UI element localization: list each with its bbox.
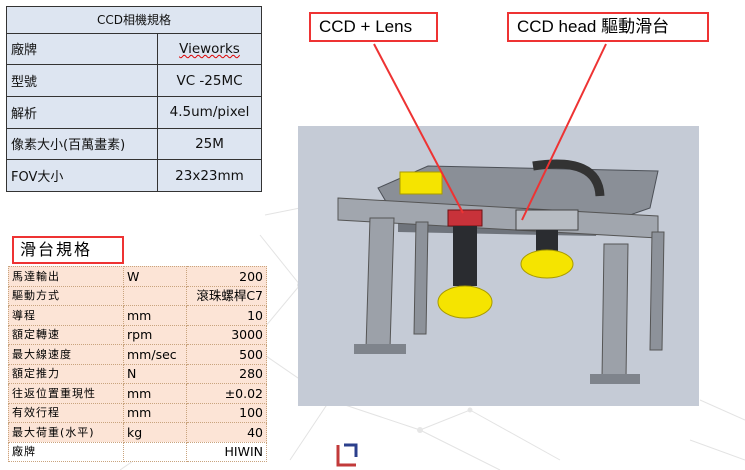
ccd-spec-key: 型號 (6, 64, 158, 97)
ccd-spec-row: 解析 4.5um/pixel (6, 95, 262, 129)
slide-spec-value: 40 (186, 422, 267, 443)
ccd-spec-value: Vieworks (157, 32, 262, 66)
slide-spec-key: 導程 (8, 305, 124, 326)
motor-highlight-top (399, 171, 443, 195)
slide-spec-unit (123, 441, 187, 462)
ccd-spec-value: 4.5um/pixel (157, 95, 262, 129)
slide-spec-row: 驅動方式 滾珠螺桿C7 (8, 285, 267, 306)
slide-spec-key: 廠牌 (8, 441, 124, 462)
gantry-leg-left-back (413, 221, 429, 335)
ccd-spec-header-row: CCD相機規格 (6, 6, 262, 34)
gantry-foot-left (354, 344, 406, 354)
ccd-camera-body (447, 209, 483, 227)
gantry-cad-render (298, 126, 699, 406)
slide-spec-row: 廠牌 HIWIN (8, 441, 267, 462)
ccd-spec-key: FOV大小 (6, 159, 158, 192)
slide-spec-unit: mm/sec (123, 344, 187, 365)
ccd-ring-light (437, 285, 493, 319)
ccd-spec-value: 25M (157, 127, 262, 161)
slide-spec-unit (123, 285, 187, 306)
slide-spec-title: 滑台規格 (12, 236, 124, 264)
slide-spec-value: 滾珠螺桿C7 (186, 285, 267, 306)
gantry-leg-right-back (649, 231, 665, 351)
slide-spec-value: ±0.02 (186, 383, 267, 404)
slide-spec-value: 200 (186, 266, 267, 287)
slide-spec-unit: mm (123, 305, 187, 326)
slide-spec-value: 100 (186, 402, 267, 423)
ccd-spec-key: 解析 (6, 95, 158, 129)
ccd-lens-barrel (453, 226, 477, 286)
slide-spec-unit: mm (123, 402, 187, 423)
ccd-brand-text: Vieworks (179, 40, 240, 57)
callout-ccd-lens: CCD + Lens (309, 12, 438, 42)
ccd-spec-value: VC -25MC (157, 64, 262, 97)
slide-spec-key: 額定轉速 (8, 324, 124, 345)
ccd-spec-value: 23x23mm (157, 159, 262, 192)
ccd-spec-key: 像素大小(百萬畫素) (6, 127, 158, 161)
ccd-spec-row: 型號 VC -25MC (6, 64, 262, 97)
linear-slide-body (515, 209, 579, 231)
slide-spec-unit: rpm (123, 324, 187, 345)
slide-spec-key: 最大線速度 (8, 344, 124, 365)
gantry-foot-right (590, 374, 640, 384)
ccd-spec-row: 廠牌 Vieworks (6, 32, 262, 66)
ccd-head-ring-light (520, 249, 574, 279)
slide-spec-value: 3000 (186, 324, 267, 345)
slide-spec-key: 有效行程 (8, 402, 124, 423)
brand-logo-icon (336, 443, 358, 467)
slide-spec-value: HIWIN (186, 441, 267, 462)
slide-spec-key: 額定推力 (8, 363, 124, 384)
slide-spec-value: 10 (186, 305, 267, 326)
slide-spec-value: 280 (186, 363, 267, 384)
slide-spec-key: 往返位置重現性 (8, 383, 124, 404)
slide-spec-key: 最大荷重(水平) (8, 422, 124, 443)
slide-spec-unit: N (123, 363, 187, 384)
slide-spec-key: 驅動方式 (8, 285, 124, 306)
ccd-spec-table: CCD相機規格 廠牌 Vieworks 型號 VC -25MC 解析 4.5um… (6, 6, 262, 192)
gantry-leg-left-front (365, 217, 395, 349)
ccd-spec-row: 像素大小(百萬畫素) 25M (6, 127, 262, 161)
slide-spec-unit: mm (123, 383, 187, 404)
slide-spec-value: 500 (186, 344, 267, 365)
slide-spec-unit: W (123, 266, 187, 287)
ccd-spec-title: CCD相機規格 (6, 6, 262, 34)
slide-spec-unit: kg (123, 422, 187, 443)
ccd-spec-row: FOV大小 23x23mm (6, 159, 262, 192)
ccd-head-lens (536, 230, 558, 256)
ccd-spec-key: 廠牌 (6, 32, 158, 66)
slide-spec-key: 馬達輸出 (8, 266, 124, 287)
gantry-leg-right-front (601, 243, 629, 379)
callout-ccd-head-slide: CCD head 驅動滑台 (507, 12, 709, 42)
